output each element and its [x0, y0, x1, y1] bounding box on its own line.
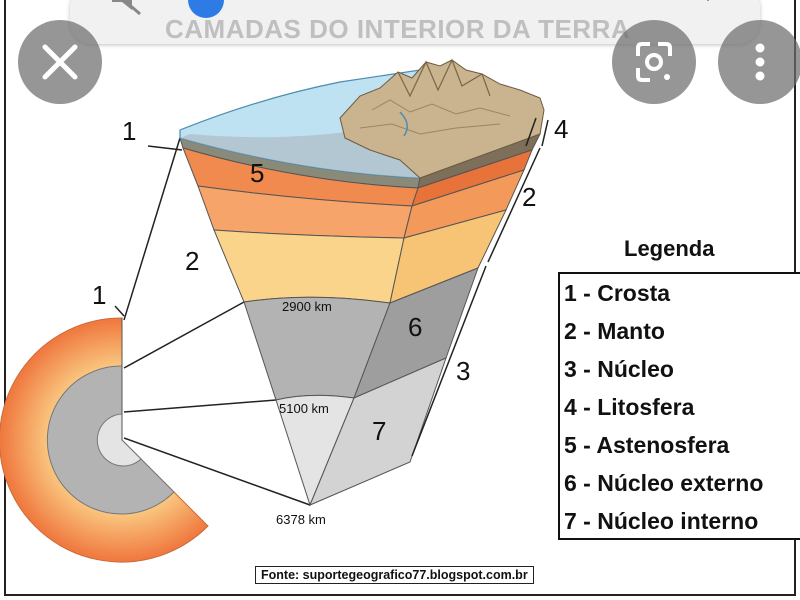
surface-top	[179, 58, 545, 179]
close-icon	[42, 44, 78, 80]
front-lower-mantle	[213, 229, 405, 304]
label-asthenosphere: 5	[250, 158, 264, 188]
label-mantle-left: 2	[185, 246, 199, 276]
diagram-title: CAMADAS DO INTERIOR DA TERRA	[165, 14, 631, 44]
legend-item: 4 - Litosfera	[564, 394, 695, 420]
depth-center: 6378 km	[276, 512, 326, 527]
more-options-button[interactable]	[718, 20, 800, 104]
legend-item: 3 - Núcleo	[564, 356, 674, 382]
earth-cross-section	[0, 317, 209, 563]
label-core: 3	[456, 356, 470, 386]
source-caption: Fonte: suportegeografico77.blogspot.com.…	[255, 566, 534, 584]
label-crust-left: 1	[92, 280, 106, 310]
legend-item: 2 - Manto	[564, 318, 665, 344]
wedge-side	[309, 133, 542, 506]
legend-list: 1 - Crosta 2 - Manto 3 - Núcleo 4 - Lito…	[564, 278, 763, 544]
legend-item: 1 - Crosta	[564, 280, 671, 306]
land-mountains	[339, 59, 545, 179]
label-outer-core: 6	[408, 312, 422, 342]
depth-outer-core-base: 5100 km	[279, 401, 329, 416]
legend-item: 6 - Núcleo externo	[564, 470, 764, 496]
legend-box	[558, 272, 800, 540]
slider-handle[interactable]	[188, 0, 224, 18]
depth-mantle-base: 2900 km	[282, 299, 332, 314]
wedge-front	[179, 137, 421, 507]
lens-icon	[636, 42, 672, 82]
label-lithosphere: 4	[554, 114, 568, 144]
more-vertical-icon	[755, 43, 765, 81]
brackets	[411, 117, 549, 457]
legend-item: 7 - Núcleo interno	[564, 508, 759, 534]
label-crust-top: 1	[122, 116, 136, 146]
label-inner-core: 7	[372, 416, 386, 446]
cross-section-inner-core	[96, 413, 142, 467]
mute-icon[interactable]	[108, 0, 146, 16]
legend-item: 5 - Astenosfera	[564, 432, 730, 458]
legend-title: Legenda	[624, 236, 715, 261]
lens-button[interactable]	[612, 20, 696, 104]
close-button[interactable]	[18, 20, 102, 104]
label-mantle-right: 2	[522, 182, 536, 212]
projection-lines	[114, 137, 311, 506]
